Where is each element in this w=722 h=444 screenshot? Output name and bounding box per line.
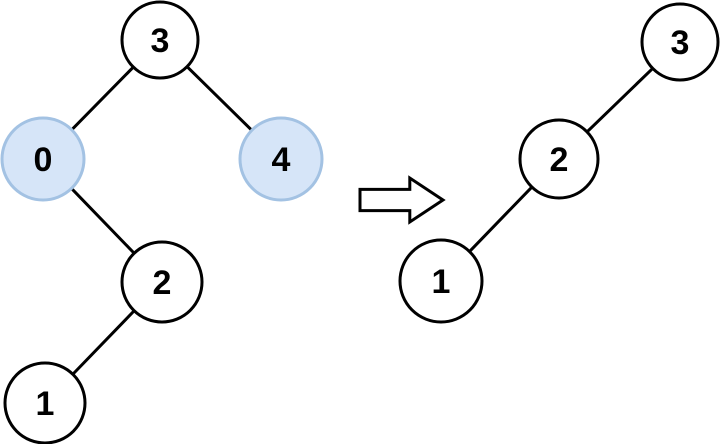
- tree-edge-3-4: [185, 65, 254, 132]
- node-value-label: 2: [153, 264, 172, 302]
- node-value-label: 2: [550, 141, 569, 179]
- tree-node-2[interactable]: 2: [120, 240, 204, 324]
- tree-node-3[interactable]: 3: [640, 2, 720, 82]
- node-value-label: 3: [151, 22, 170, 60]
- tree-edge-3-0: [70, 65, 135, 132]
- node-circle[interactable]: [518, 118, 600, 200]
- tree-edge-2-1: [468, 185, 534, 254]
- node-circle-highlighted[interactable]: [0, 116, 86, 202]
- node-value-label: 0: [34, 141, 53, 179]
- tree-node-3[interactable]: 3: [120, 0, 200, 80]
- tree-node-4[interactable]: 4: [238, 116, 324, 202]
- tree-edge-2-1: [71, 309, 136, 376]
- tree-node-0[interactable]: 0: [0, 116, 86, 202]
- after-tree-edges: [468, 66, 655, 254]
- tree-node-2[interactable]: 2: [518, 118, 600, 200]
- node-circle-highlighted[interactable]: [238, 116, 324, 202]
- node-value-label: 4: [272, 141, 291, 179]
- node-circle[interactable]: [120, 240, 204, 324]
- node-circle[interactable]: [398, 238, 484, 324]
- node-value-label: 1: [432, 263, 451, 301]
- node-value-label: 1: [36, 385, 55, 423]
- before-tree-nodes: 3 0 4 2 1: [0, 0, 324, 444]
- before-tree-edges: [70, 65, 254, 376]
- arrow-right-icon: [358, 175, 446, 225]
- node-value-label: 3: [671, 24, 690, 62]
- node-circle[interactable]: [120, 0, 200, 80]
- after-tree-nodes: 3 2 1: [398, 2, 720, 324]
- tree-node-1[interactable]: 1: [398, 238, 484, 324]
- tree-node-1[interactable]: 1: [3, 361, 87, 444]
- node-circle[interactable]: [3, 361, 87, 444]
- tree-edge-0-2: [70, 186, 136, 255]
- node-circle[interactable]: [640, 2, 720, 82]
- tree-edge-3-2: [585, 66, 655, 134]
- transform-arrow-group: [358, 175, 446, 225]
